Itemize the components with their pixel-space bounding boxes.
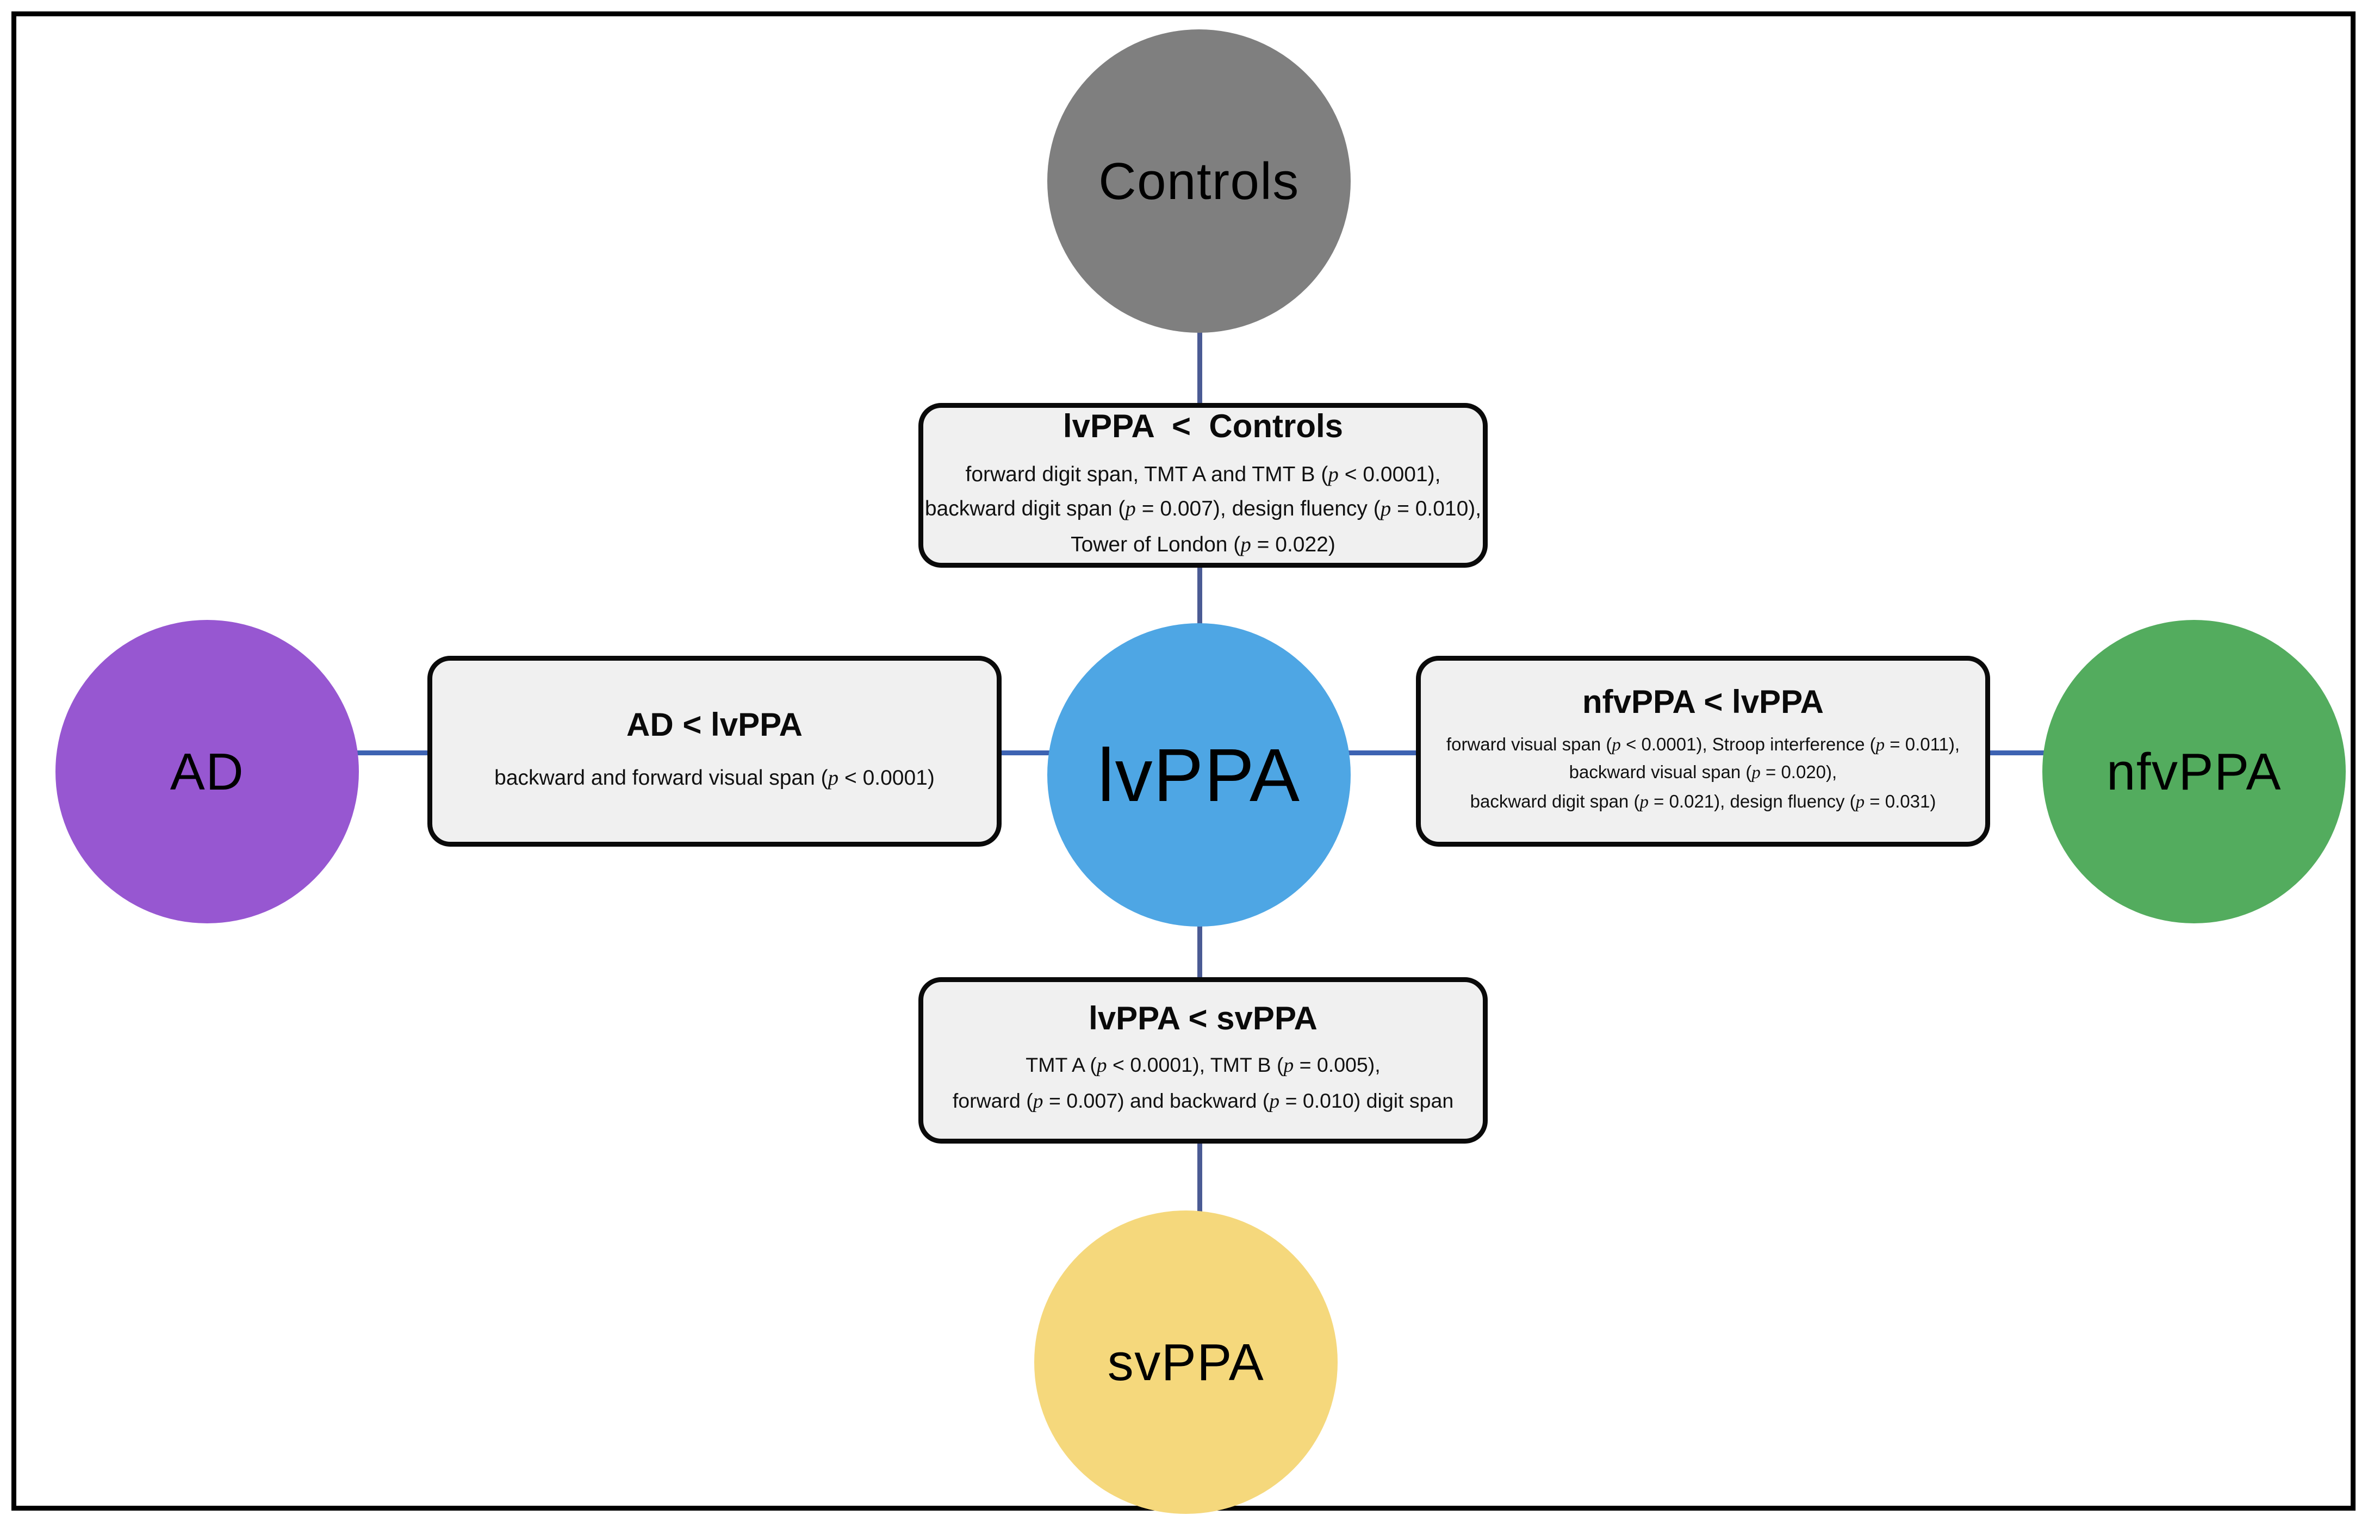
connector-ad-leftbox: [352, 750, 434, 755]
comparison-title: lvPPA < svPPA: [1089, 1002, 1318, 1038]
comparison-details: backward and forward visual span (p < 0.…: [494, 764, 935, 789]
node-svppa-label: svPPA: [1107, 1332, 1265, 1391]
comparison-box-ad-lvppa: AD < lvPPA backward and forward visual s…: [427, 656, 1002, 847]
node-controls-label: Controls: [1098, 151, 1300, 210]
node-ad: AD: [55, 620, 359, 923]
node-controls: Controls: [1047, 29, 1351, 333]
comparison-box-nfvppa-lvppa: nfvPPA < lvPPA forward visual span (p < …: [1416, 656, 1990, 847]
comparison-details: TMT A (p < 0.0001), TMT B (p = 0.005),fo…: [952, 1054, 1454, 1112]
connector-lvppa-rightbox: [1344, 750, 1422, 755]
node-lvppa-label: lvPPA: [1097, 732, 1301, 817]
node-ad-label: AD: [170, 741, 245, 800]
node-svppa: svPPA: [1034, 1210, 1338, 1514]
comparison-box-lvppa-controls: lvPPA < Controls forward digit span, TMT…: [918, 403, 1488, 568]
comparison-title: AD < lvPPA: [626, 707, 803, 743]
node-nfvppa-label: nfvPPA: [2106, 741, 2282, 800]
comparison-title: lvPPA < Controls: [1062, 409, 1344, 445]
comparison-details: forward digit span, TMT A and TMT B (p <…: [924, 461, 1482, 556]
connector-leftbox-lvppa: [995, 750, 1057, 755]
node-nfvppa: nfvPPA: [2042, 620, 2346, 923]
node-lvppa: lvPPA: [1047, 623, 1351, 927]
connector-rightbox-nfvppa: [1984, 750, 2049, 755]
comparison-box-lvppa-svppa: lvPPA < svPPA TMT A (p < 0.0001), TMT B …: [918, 977, 1488, 1144]
connector-controls-topbox: [1197, 326, 1202, 408]
connector-topbox-lvppa: [1197, 563, 1202, 631]
comparison-details: forward visual span (p < 0.0001), Stroop…: [1446, 735, 1960, 812]
connector-bottombox-svppa: [1197, 1139, 1202, 1220]
connector-lvppa-bottombox: [1197, 920, 1202, 985]
comparison-title: nfvPPA < lvPPA: [1582, 684, 1824, 721]
